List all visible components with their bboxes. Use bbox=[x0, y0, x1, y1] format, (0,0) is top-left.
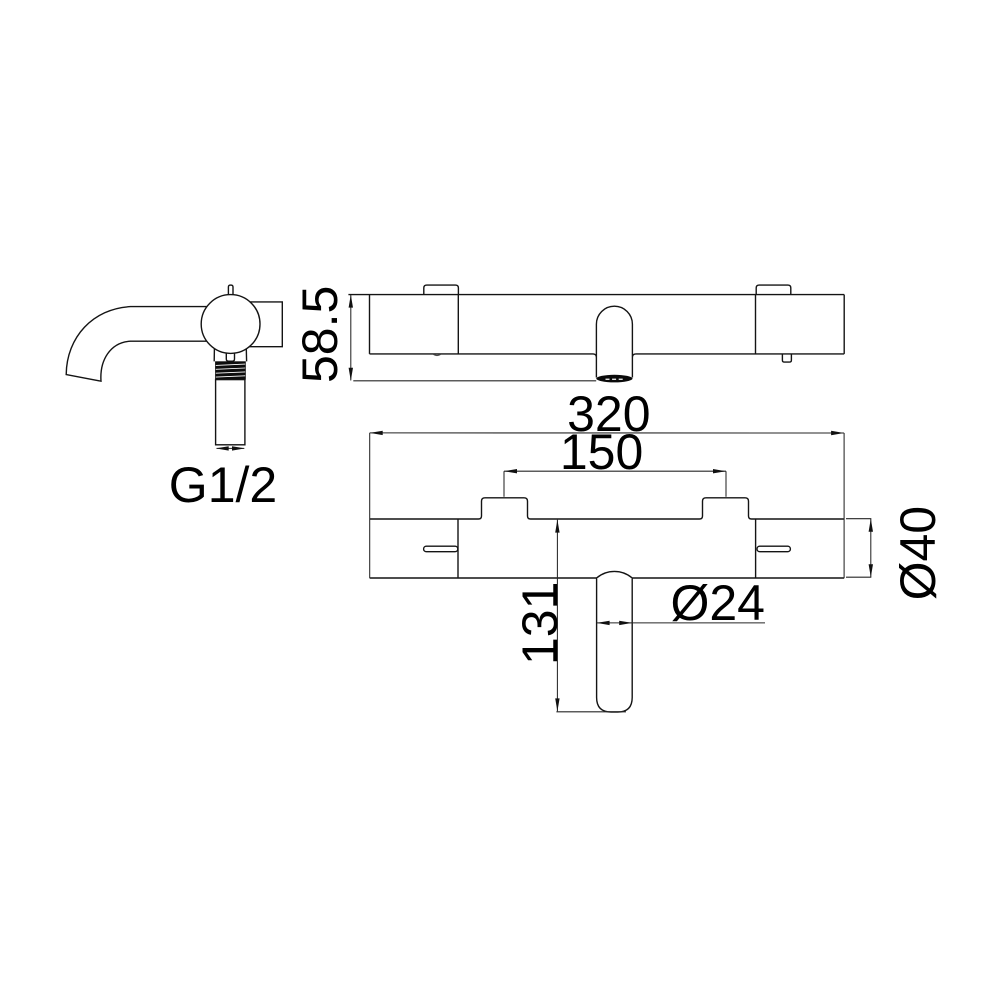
dimension-spout-diameter: Ø24 bbox=[596, 575, 765, 631]
inlet-centres-label: 150 bbox=[560, 424, 643, 480]
side-view-neck bbox=[213, 348, 248, 362]
front-view-right-handle-slot bbox=[756, 545, 792, 553]
front-view-spout-dome bbox=[596, 570, 633, 579]
side-view-thread bbox=[215, 361, 246, 380]
top-view-grub-screw bbox=[433, 353, 441, 357]
dimension-overall-width: 320 bbox=[369, 386, 845, 578]
dimension-depth: 58.5 bbox=[292, 286, 597, 383]
front-view-top-profile bbox=[369, 497, 845, 520]
side-view-spout bbox=[65, 305, 207, 383]
dimension-body-diameter: Ø40 bbox=[846, 506, 946, 601]
top-view-diverter-knob bbox=[781, 353, 793, 363]
depth-label: 58.5 bbox=[292, 286, 348, 383]
top-view-spout-outlet bbox=[596, 374, 633, 383]
side-view-top-pin bbox=[227, 284, 234, 297]
front-view: 320 150 131 Ø24 bbox=[369, 386, 946, 713]
body-diameter-label: Ø40 bbox=[890, 506, 946, 601]
side-view-ball bbox=[200, 293, 261, 355]
side-view-wall-connector bbox=[248, 301, 283, 348]
top-view-left-tab bbox=[423, 284, 460, 295]
top-view-spout bbox=[595, 305, 634, 378]
dimension-spout-drop: 131 bbox=[512, 519, 626, 713]
spout-diameter-label: Ø24 bbox=[670, 575, 765, 631]
spout-drop-label: 131 bbox=[512, 582, 568, 665]
top-view-right-tab bbox=[755, 284, 792, 295]
front-view-left-handle-slot bbox=[422, 545, 459, 553]
side-view-tailpipe bbox=[214, 378, 246, 446]
side-view: G1/2 bbox=[65, 284, 283, 513]
top-view: 58.5 bbox=[292, 284, 845, 383]
dimension-thread: G1/2 bbox=[169, 446, 277, 513]
side-view-lower-pin bbox=[225, 352, 236, 362]
thread-size-label: G1/2 bbox=[169, 457, 277, 513]
front-view-spout-tube bbox=[595, 578, 633, 713]
dimension-inlet-centres: 150 bbox=[503, 424, 727, 497]
overall-width-label: 320 bbox=[567, 386, 650, 442]
